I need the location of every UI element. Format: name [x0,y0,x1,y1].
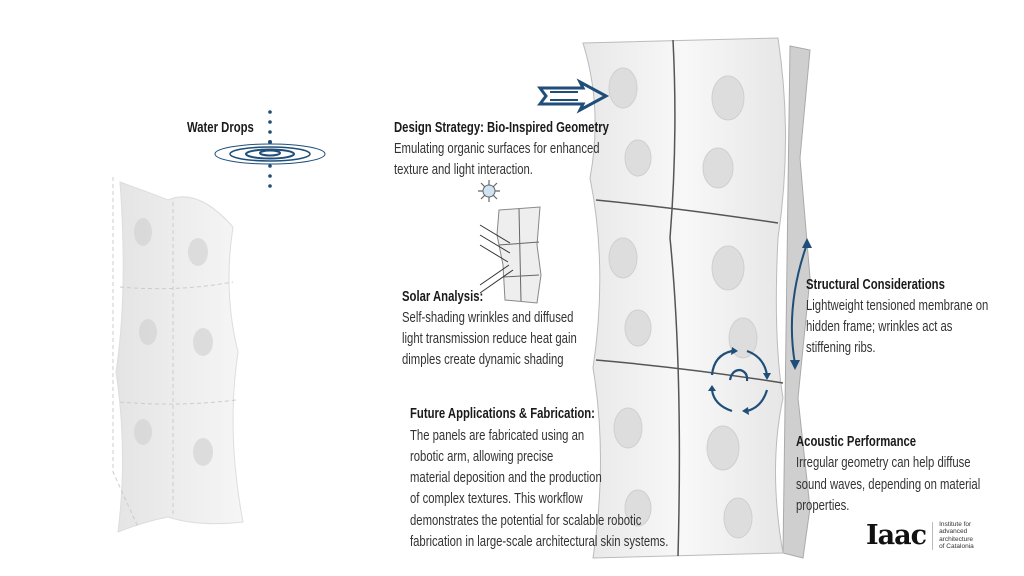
solar-analysis-line: light transmission reduce heat gain [402,331,577,347]
structural-line: stiffening ribs. [806,340,876,356]
acoustic-line: sound waves, depending on material [796,477,981,493]
structural-line: hidden frame; wrinkles act as [806,319,953,335]
structural-title: Structural Considerations [806,277,945,293]
logo-text-line: Institute for [939,520,972,528]
solar-analysis-line: Self-shading wrinkles and diffused [402,310,574,326]
acoustic-line: properties. [796,498,850,514]
design-strategy-line: Emulating organic surfaces for enhanced [394,141,600,157]
logo-text-line: advanced [939,528,968,535]
sun-icon [478,180,500,202]
acoustic-diffusion-icon [708,347,771,415]
solar-analysis-title: Solar Analysis: [402,289,484,305]
structural-line: Lightweight tensioned membrane on [806,298,989,314]
left-panel-render [112,177,244,533]
logo-text-line: of Catalonia [939,543,974,550]
future-applications-line: The panels are fabricated using an [410,428,585,444]
iaac-logo: Iaac Institute for advanced architecture… [866,520,974,551]
acoustic-title: Acoustic Performance [796,434,917,450]
logo-text-line: architecture [939,535,974,543]
water-ripple-icon [214,110,326,188]
future-applications-line: material deposition and the production [410,470,602,486]
main-panel-render [582,37,811,559]
solar-diagram-panel [479,206,542,304]
future-applications-line: demonstrates the potential for scalable … [410,513,642,529]
future-applications-line: robotic arm, allowing precise [410,449,554,465]
solar-analysis-line: dimples create dynamic shading [402,352,564,368]
future-applications-title: Future Applications & Fabrication: [410,406,595,422]
design-strategy-title: Design Strategy: Bio-Inspired Geometry [394,120,609,136]
design-strategy-line: texture and light interaction. [394,162,533,178]
structural-double-arrow-icon [790,238,812,370]
future-applications-line: of complex textures. This workflow [410,491,583,507]
water-drops-label: Water Drops [187,120,254,136]
acoustic-line: Irregular geometry can help diffuse [796,455,971,471]
future-applications-line: fabrication in large-scale architectural… [410,534,669,550]
iaac-logo-mark: Iaac [866,520,927,551]
wind-arrow-icon [537,78,610,114]
